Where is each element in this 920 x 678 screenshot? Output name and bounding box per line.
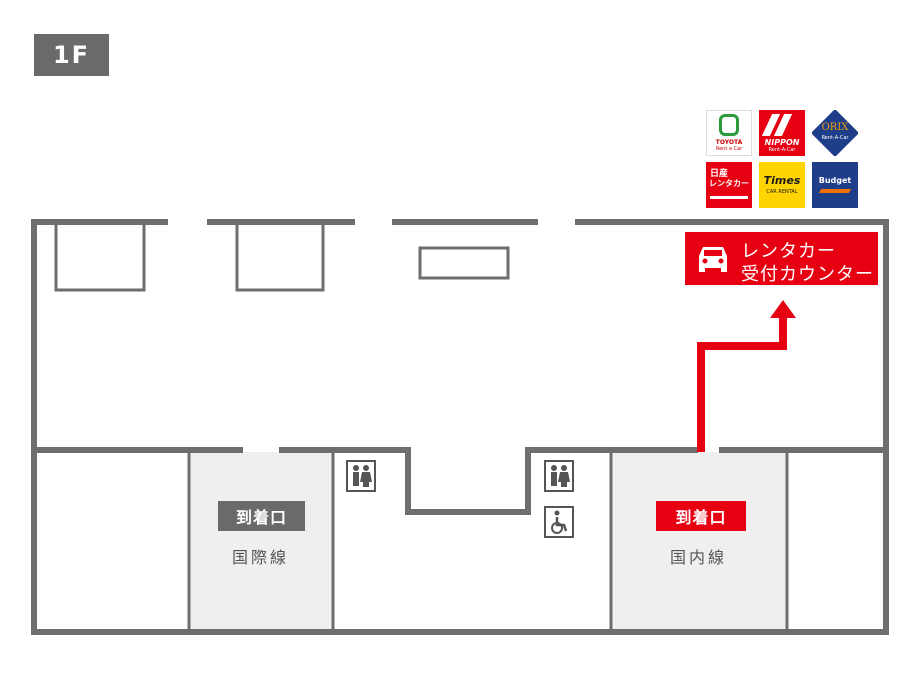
counter-line1: レンタカー	[741, 241, 836, 262]
toyota-rentacar-logo: TOYOTA Rent a Car	[706, 110, 752, 156]
room-top-3	[418, 246, 510, 280]
domestic-arrival-gate-label: 到着口	[656, 501, 746, 531]
orix-line1: ORIX	[821, 122, 849, 133]
nissan-line2: レンタカー	[709, 179, 749, 188]
international-arrival-gate-label: 到着口	[218, 501, 305, 531]
toyota-mark-icon	[719, 114, 739, 136]
restroom-icon	[544, 460, 574, 492]
counter-line2: 受付カウンター	[741, 264, 874, 285]
restroom-figure	[551, 465, 570, 487]
budget-logo: Budget	[812, 162, 858, 208]
nissan-bar	[710, 196, 748, 199]
route-arrow	[697, 318, 787, 452]
international-hall-area	[190, 452, 332, 632]
nippon-line1: NIPPON	[764, 138, 800, 147]
car-icon	[699, 247, 727, 272]
nippon-line2: Rent-A-Car	[768, 147, 796, 153]
wheelchair-figure	[551, 510, 568, 534]
nippon-rentacar-logo: NIPPON Rent-A-Car	[759, 110, 805, 156]
orix-diamond-icon	[812, 110, 858, 156]
domestic-line-label: 国内線	[670, 548, 728, 567]
orix-line2: Rent-A-Car	[821, 135, 849, 141]
rental-car-counter-sign: レンタカー 受付カウンター	[685, 232, 878, 285]
toyota-line2: Rent a Car	[715, 146, 743, 152]
budget-stripe	[818, 189, 852, 193]
nissan-rentacar-logo: 日産 レンタカー	[706, 162, 752, 208]
room-top-1	[54, 222, 146, 292]
route-arrow-head	[770, 300, 796, 318]
domestic-hall-area	[612, 452, 786, 632]
nissan-line1: 日産	[710, 169, 729, 179]
wheelchair-icon	[544, 506, 574, 538]
restroom-icon	[346, 460, 376, 492]
room-top-2	[235, 222, 325, 292]
orix-rentacar-logo: ORIX Rent-A-Car	[812, 110, 858, 156]
times-line2: CAR RENTAL	[766, 189, 798, 195]
wall-mid-notch	[405, 447, 531, 515]
floor-label: 1F	[34, 34, 109, 76]
times-carrental-logo: Times CAR RENTAL	[759, 162, 805, 208]
budget-line1: Budget	[818, 176, 852, 185]
restroom-figure	[353, 465, 372, 487]
times-line1: Times	[763, 174, 801, 187]
toyota-line1: TOYOTA	[715, 139, 743, 146]
international-line-label: 国際線	[232, 548, 290, 567]
